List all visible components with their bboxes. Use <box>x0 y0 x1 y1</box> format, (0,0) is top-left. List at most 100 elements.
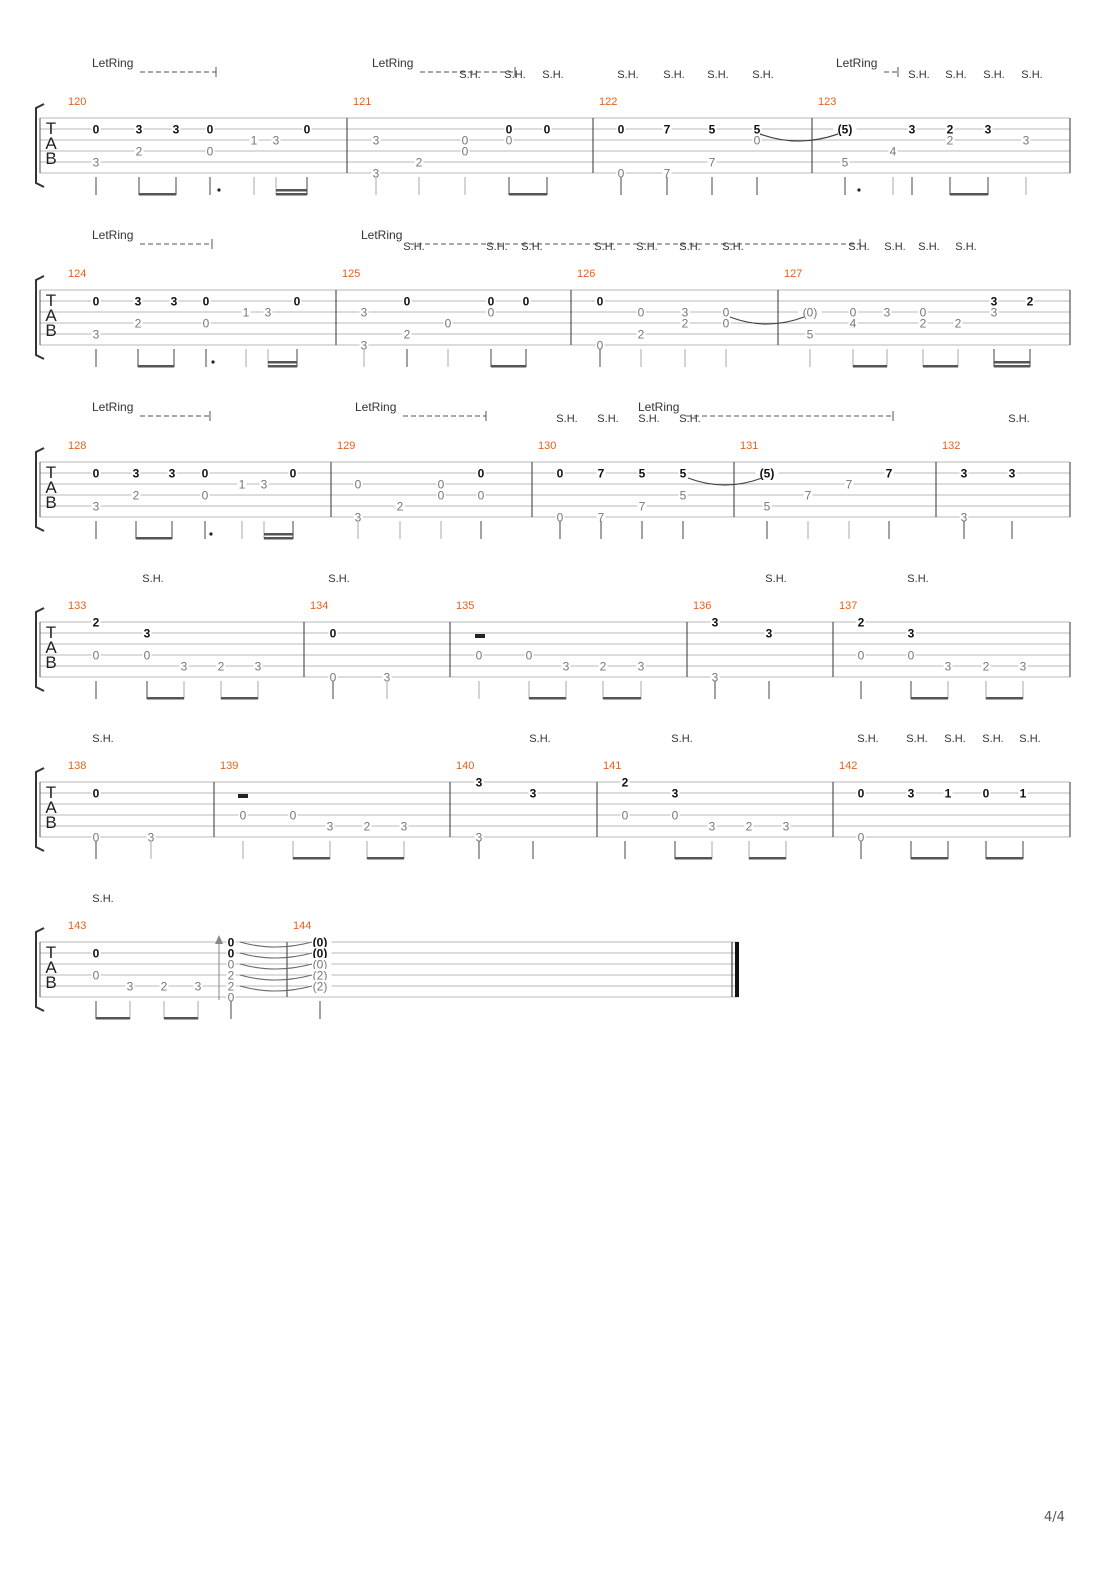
fret-bg <box>486 306 496 318</box>
fret-bg <box>201 317 211 329</box>
fret-number: 0 <box>304 123 311 137</box>
fret-bg <box>133 295 143 307</box>
fret-bg <box>399 820 409 832</box>
fret-bg <box>263 306 273 318</box>
slap-harmonic-label: S.H. <box>542 69 563 81</box>
beam <box>367 857 404 860</box>
fret-number: 3 <box>327 820 334 834</box>
fret-number: 2 <box>228 980 235 994</box>
fret-number: 2 <box>600 660 607 674</box>
fret-bg <box>596 511 606 523</box>
note-column: 30 <box>670 787 680 859</box>
note-column: 22 <box>945 123 955 195</box>
fret-number: 0 <box>290 809 297 823</box>
fret-number: 0 <box>93 649 100 663</box>
fret-number: 0 <box>544 123 551 137</box>
note-column: 0 <box>302 123 312 195</box>
fret-number: 0 <box>144 649 151 663</box>
page-number: 4/4 <box>1044 1510 1065 1525</box>
fret-bg <box>308 969 332 981</box>
slap-harmonic-label: S.H. <box>707 69 728 81</box>
fret-number: 3 <box>476 776 483 790</box>
fret-number: 0 <box>858 831 865 845</box>
fret-number: (0) <box>313 936 328 950</box>
note-column: 00 <box>200 467 210 539</box>
tie <box>239 941 313 948</box>
note-column: 00 <box>91 947 101 1019</box>
fret-number: 3 <box>355 511 362 525</box>
beam <box>276 189 307 192</box>
slap-harmonic-label: S.H. <box>908 69 929 81</box>
fret-number: 2 <box>136 145 143 159</box>
fret-number: 3 <box>93 500 100 514</box>
fret-number: 3 <box>709 820 716 834</box>
beam <box>994 361 1030 364</box>
fret-bg <box>595 295 605 307</box>
fret-number: 3 <box>985 123 992 137</box>
beam <box>221 697 258 700</box>
fret-number: 0 <box>618 123 625 137</box>
note-column: 00 <box>721 306 731 367</box>
note-column: 02 <box>402 295 412 367</box>
slap-harmonic-label: S.H. <box>906 733 927 745</box>
note-column: 0 <box>288 809 298 859</box>
duration-dot <box>211 360 215 364</box>
note-column: 00 <box>205 123 215 195</box>
fret-bg <box>308 980 332 992</box>
fret-bg <box>662 123 672 135</box>
fret-number: 0 <box>228 958 235 972</box>
fret-bg <box>226 980 236 992</box>
fret-bg <box>325 820 335 832</box>
slap-harmonic-label: S.H. <box>92 733 113 745</box>
fret-bg <box>906 649 916 661</box>
tie <box>687 477 763 486</box>
fret-bg <box>288 467 298 479</box>
fret-bg <box>167 467 177 479</box>
fret-bg <box>981 660 991 672</box>
note-column: 33 <box>959 467 969 539</box>
fret-bg <box>598 660 608 672</box>
fret-number: 3 <box>169 467 176 481</box>
fret-bg <box>271 134 281 146</box>
fret-bg <box>91 467 101 479</box>
note-column: 00 <box>201 295 211 367</box>
fret-bg <box>710 616 720 628</box>
tab-clef-letter: T <box>46 119 56 138</box>
fret-bg <box>201 295 211 307</box>
note-column: 7 <box>844 478 854 539</box>
fret-bg <box>636 660 646 672</box>
slap-harmonic-label: S.H. <box>638 413 659 425</box>
beam <box>911 857 948 860</box>
fret-number: 5 <box>639 467 646 481</box>
fret-number: 3 <box>712 671 719 685</box>
note-column: 04 <box>848 306 858 367</box>
note-column: 57 <box>637 467 647 539</box>
fret-number: 7 <box>709 156 716 170</box>
let-ring-label: LetRing <box>92 56 133 70</box>
fret-number: 0 <box>330 671 337 685</box>
fret-number: 2 <box>947 134 954 148</box>
slap-harmonic-label: S.H. <box>752 69 773 81</box>
slap-harmonic-label: S.H. <box>597 413 618 425</box>
measure-number: 143 <box>68 920 86 932</box>
fret-number: 3 <box>1009 467 1016 481</box>
fret-number: 5 <box>680 489 687 503</box>
slap-harmonic-label: S.H. <box>92 893 113 905</box>
note-column: 3 <box>169 295 179 367</box>
note-column: 3 <box>167 467 177 539</box>
beam <box>138 365 174 368</box>
fret-number: 3 <box>373 167 380 181</box>
note-column: 00 <box>91 787 101 859</box>
fret-bg <box>193 980 203 992</box>
fret-number: 3 <box>144 627 151 641</box>
fret-number: 3 <box>261 478 268 492</box>
fret-bg <box>561 660 571 672</box>
system-bracket <box>35 103 45 188</box>
measure-number: 127 <box>784 268 802 280</box>
fret-number: 0 <box>93 123 100 137</box>
note-column: 2 <box>744 820 754 859</box>
fret-bg <box>238 809 248 821</box>
fret-number: 3 <box>476 831 483 845</box>
fret-bg <box>616 123 626 135</box>
